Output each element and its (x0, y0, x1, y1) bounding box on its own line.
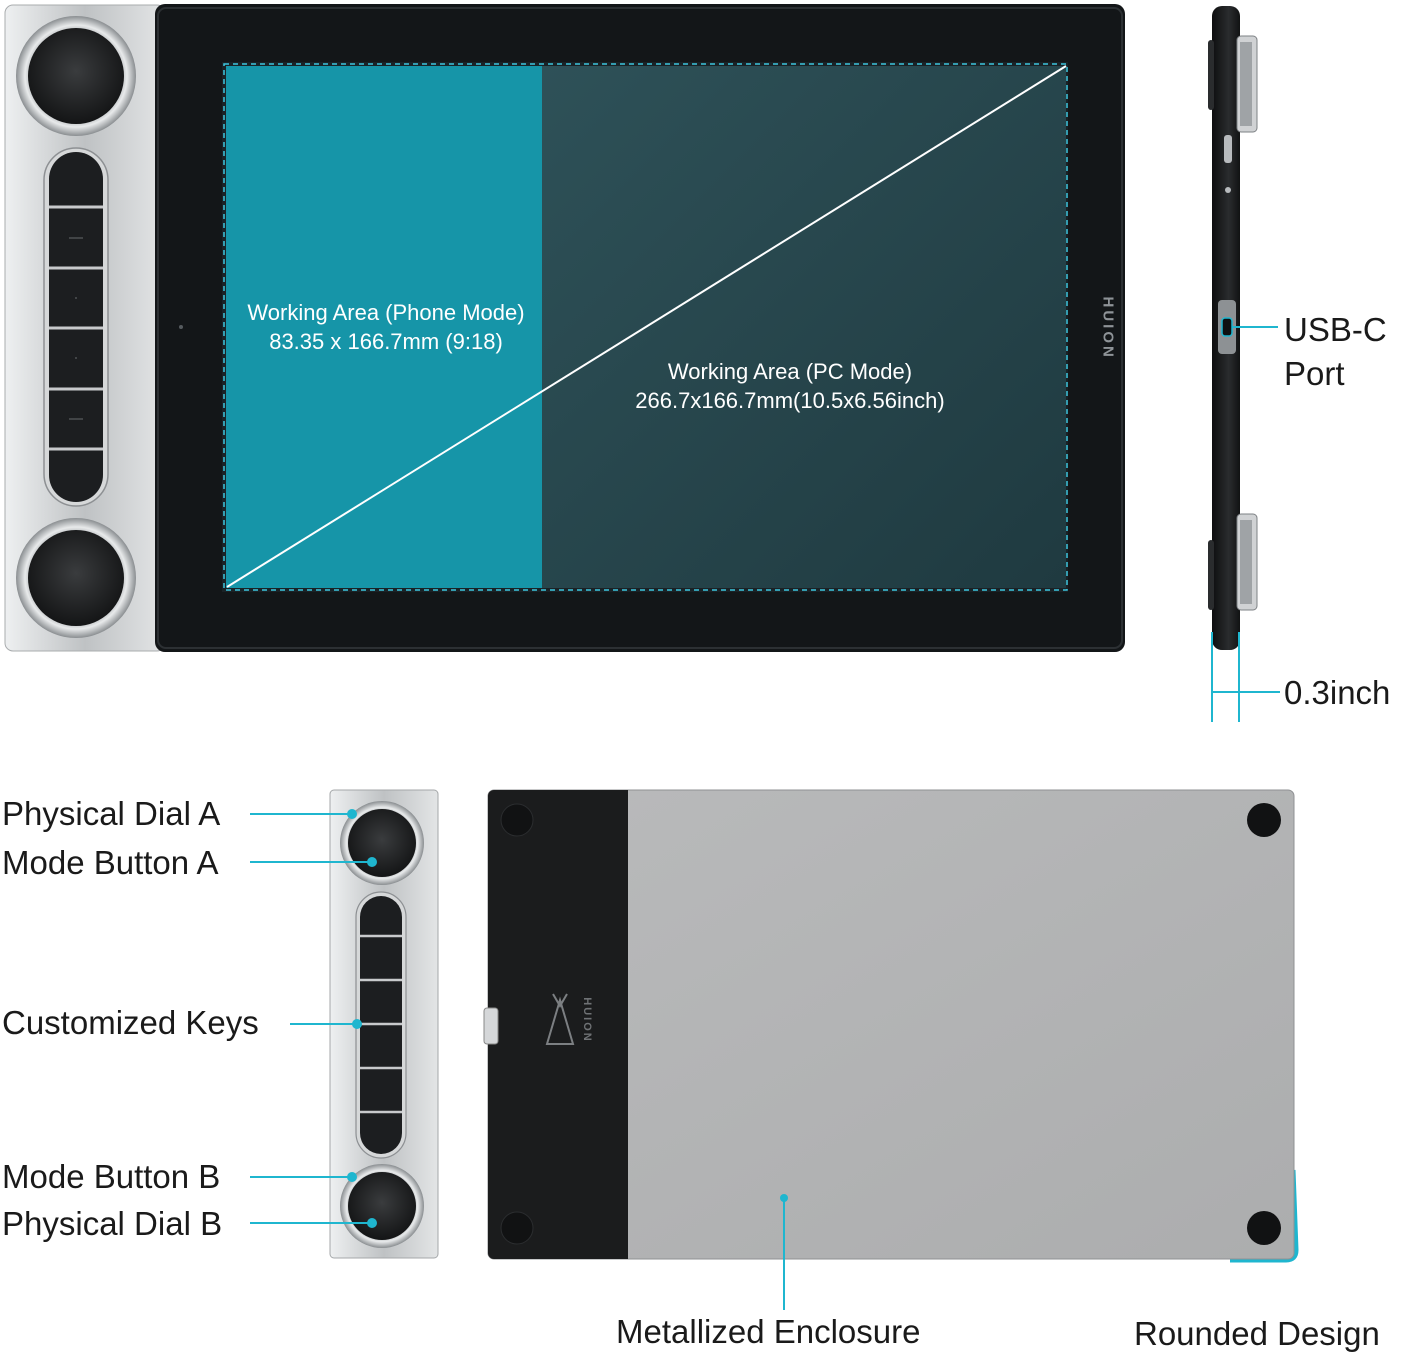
tablet-side (1208, 6, 1280, 722)
keys-label: Customized Keys (2, 1004, 259, 1041)
back-black-strip (488, 790, 628, 1259)
phone-area-dims: 83.35 x 166.7mm (9:18) (269, 329, 503, 354)
pc-mode-area (541, 66, 1066, 588)
controls-closeup (250, 789, 439, 1259)
mode-a-label: Mode Button A (2, 844, 219, 881)
pc-area-title: Working Area (PC Mode) (667, 359, 913, 384)
tablet-front (4, 4, 1125, 652)
brand-logo-icon (545, 996, 575, 1045)
working-area-outline (223, 63, 1068, 591)
phone-mode-area (226, 66, 542, 588)
back-brand-vertical: HUION (581, 997, 593, 1043)
dial-a-label: Physical Dial A (2, 795, 221, 832)
tablet-back (483, 789, 1299, 1310)
diagonal-line (226, 65, 1067, 588)
usb-c-label-line1: USB-C (1284, 311, 1387, 348)
usb-c-label-line2: Port (1284, 355, 1345, 392)
usb-c-port-icon (1221, 317, 1233, 337)
phone-area-title: Working Area (Phone Mode) (247, 300, 525, 325)
dial-b-label: Physical Dial B (2, 1205, 223, 1242)
thickness-label: 0.3inch (1284, 674, 1391, 711)
pc-area-dims: 266.7x166.7mm(10.5x6.56inch) (635, 388, 945, 413)
mode-b-label: Mode Button B (2, 1158, 221, 1195)
brand-vertical: HUION (1099, 296, 1117, 360)
rounded-label: Rounded Design (1134, 1315, 1380, 1352)
enclosure-label: Metallized Enclosure (616, 1313, 921, 1350)
